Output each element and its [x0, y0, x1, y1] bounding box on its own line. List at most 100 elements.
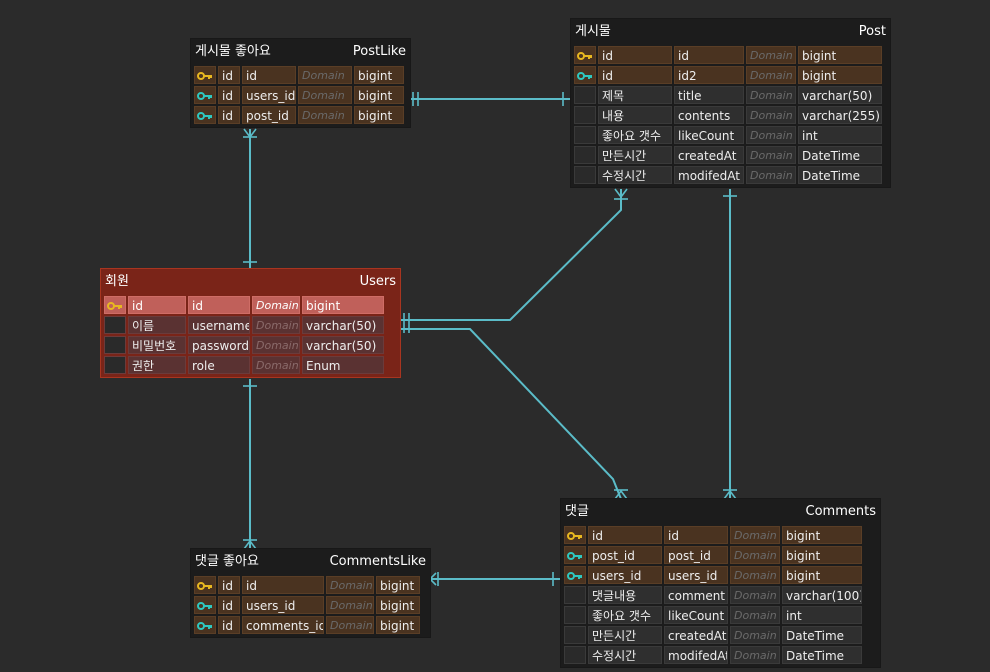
- table-logical-name: 게시물: [575, 24, 611, 39]
- column-physical-name: id2: [674, 66, 744, 84]
- table-header[interactable]: 게시물 Post: [571, 19, 890, 45]
- column-logical-name: id: [588, 526, 662, 544]
- column-logical-name: 권한: [128, 356, 186, 374]
- column-logical-name: id: [128, 296, 186, 314]
- column-data-type: bigint: [354, 106, 404, 124]
- column-domain: Domain: [746, 46, 796, 64]
- column-domain: Domain: [298, 106, 352, 124]
- table-logical-name: 댓글 좋아요: [195, 554, 259, 569]
- column-physical-name: role: [188, 356, 250, 374]
- table-physical-name: Post: [858, 24, 886, 39]
- foreign-key-icon: [564, 566, 586, 584]
- column-data-type: int: [798, 126, 882, 144]
- column-logical-name: id: [598, 46, 672, 64]
- column-logical-name: 만든시간: [588, 626, 662, 644]
- column-physical-name: post_id: [664, 546, 728, 564]
- cardinality-marker: [243, 128, 257, 139]
- column-domain: Domain: [326, 596, 374, 614]
- column-data-type: Enum: [302, 356, 384, 374]
- column-physical-name: users_id: [664, 566, 728, 584]
- empty-icon-cell: [574, 126, 596, 144]
- column-logical-name: id: [218, 86, 240, 104]
- column-physical-name: likeCount: [664, 606, 728, 624]
- column-logical-name: 좋아요 갯수: [598, 126, 672, 144]
- table-physical-name: Comments: [805, 504, 876, 519]
- column-domain: Domain: [730, 526, 780, 544]
- column-data-type: bigint: [376, 596, 420, 614]
- column-domain: Domain: [746, 126, 796, 144]
- cardinality-marker: [614, 188, 628, 199]
- column-data-type: bigint: [354, 66, 404, 84]
- column-logical-name: 수정시간: [598, 166, 672, 184]
- relation-users-post[interactable]: [400, 189, 622, 321]
- empty-icon-cell: [564, 646, 586, 664]
- column-domain: Domain: [326, 616, 374, 634]
- column-physical-name: id: [242, 576, 324, 594]
- column-logical-name: 이름: [128, 316, 186, 334]
- column-data-type: varchar(100): [782, 586, 862, 604]
- empty-icon-cell: [104, 336, 126, 354]
- foreign-key-icon: [564, 546, 586, 564]
- column-logical-name: 수정시간: [588, 646, 662, 664]
- column-logical-name: 좋아요 갯수: [588, 606, 662, 624]
- column-domain: Domain: [746, 146, 796, 164]
- empty-icon-cell: [574, 146, 596, 164]
- column-domain: Domain: [746, 86, 796, 104]
- column-domain: Domain: [252, 316, 300, 334]
- relation-users-comments[interactable]: [400, 328, 622, 500]
- column-domain: Domain: [730, 546, 780, 564]
- column-data-type: bigint: [782, 566, 862, 584]
- foreign-key-icon: [194, 616, 216, 634]
- empty-icon-cell: [564, 626, 586, 644]
- column-domain: Domain: [730, 646, 780, 664]
- column-physical-name: comments_id: [242, 616, 324, 634]
- cardinality-marker: [614, 489, 628, 500]
- column-domain: Domain: [746, 106, 796, 124]
- column-data-type: DateTime: [798, 146, 882, 164]
- column-domain: Domain: [252, 356, 300, 374]
- column-physical-name: post_id: [242, 106, 296, 124]
- column-data-type: bigint: [782, 546, 862, 564]
- column-physical-name: title: [674, 86, 744, 104]
- table-physical-name: PostLike: [352, 44, 406, 59]
- column-data-type: varchar(255): [798, 106, 882, 124]
- column-logical-name: 댓글내용: [588, 586, 662, 604]
- primary-key-icon: [574, 46, 596, 64]
